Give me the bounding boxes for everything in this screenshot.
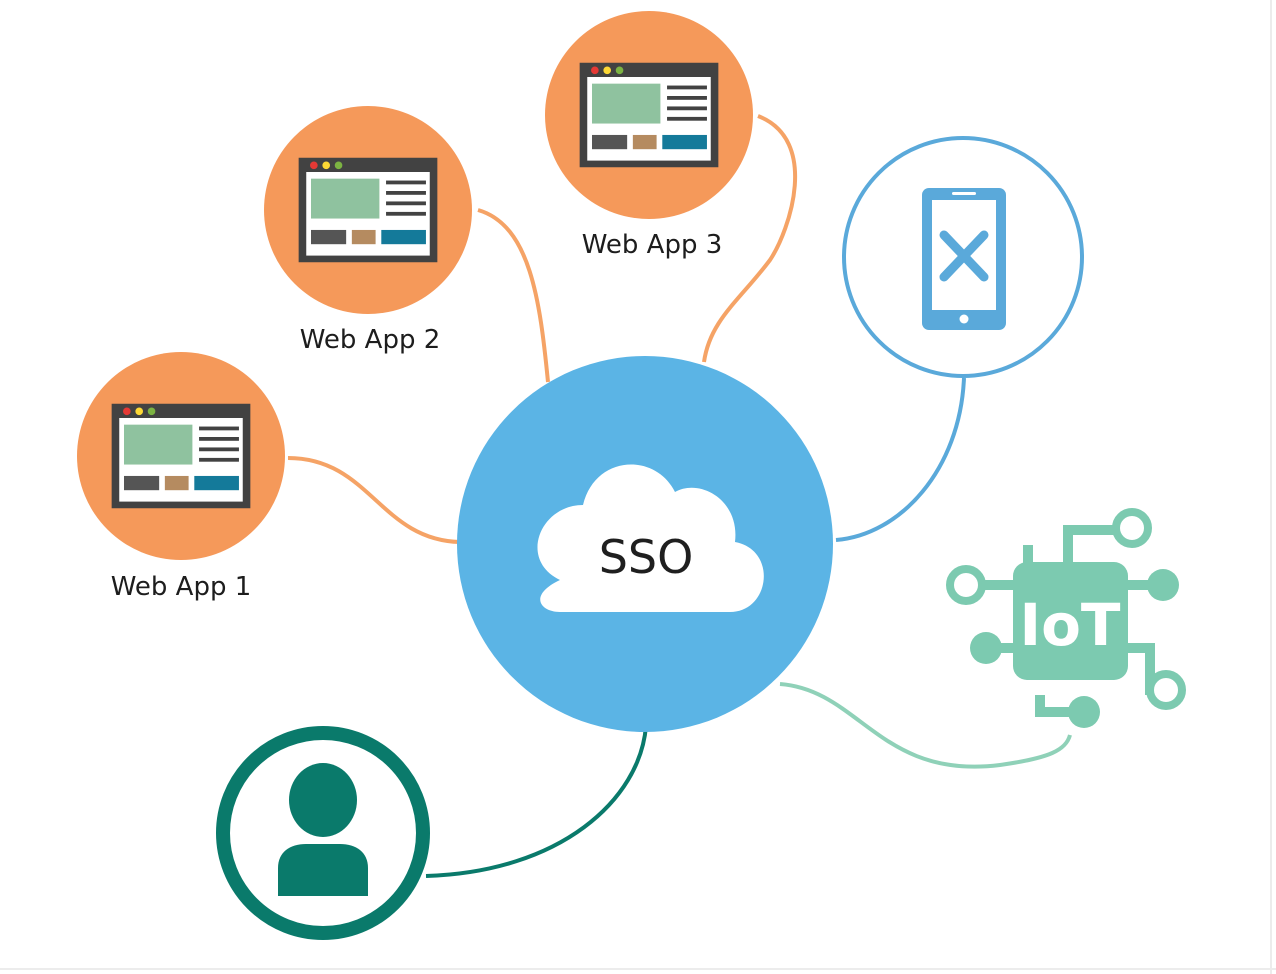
browser-window-icon — [298, 157, 438, 263]
sso-node: SSO — [457, 356, 833, 732]
user-icon — [278, 763, 368, 896]
sso-label: SSO — [599, 530, 694, 584]
user-node — [216, 726, 430, 940]
connector-web-app-2 — [477, 208, 550, 383]
web-app-1-label: Web App 1 — [111, 572, 252, 602]
connector-user — [425, 725, 648, 878]
frame-edge-right — [1270, 0, 1272, 974]
browser-window-icon — [579, 62, 719, 168]
iot-label: IoT — [1020, 591, 1121, 659]
web-app-1-node: Web App 1 — [77, 352, 285, 602]
tools-icon — [939, 230, 989, 282]
iot-node: IoT — [946, 508, 1186, 728]
connector-web-app-1 — [287, 456, 461, 544]
browser-window-icon — [111, 403, 251, 509]
connector-web-app-3 — [702, 114, 798, 363]
web-app-3-label: Web App 3 — [582, 230, 723, 260]
web-app-2-label: Web App 2 — [300, 325, 441, 355]
connector-iot — [779, 682, 1072, 769]
frame-edge-bottom — [0, 968, 1276, 970]
mobile-node — [842, 136, 1084, 378]
cloud-icon — [537, 464, 764, 612]
web-app-3-node: Web App 3 — [545, 11, 753, 260]
web-app-2-node: Web App 2 — [264, 106, 472, 355]
mobile-phone-icon — [922, 188, 1006, 330]
connector-mobile — [835, 377, 966, 542]
